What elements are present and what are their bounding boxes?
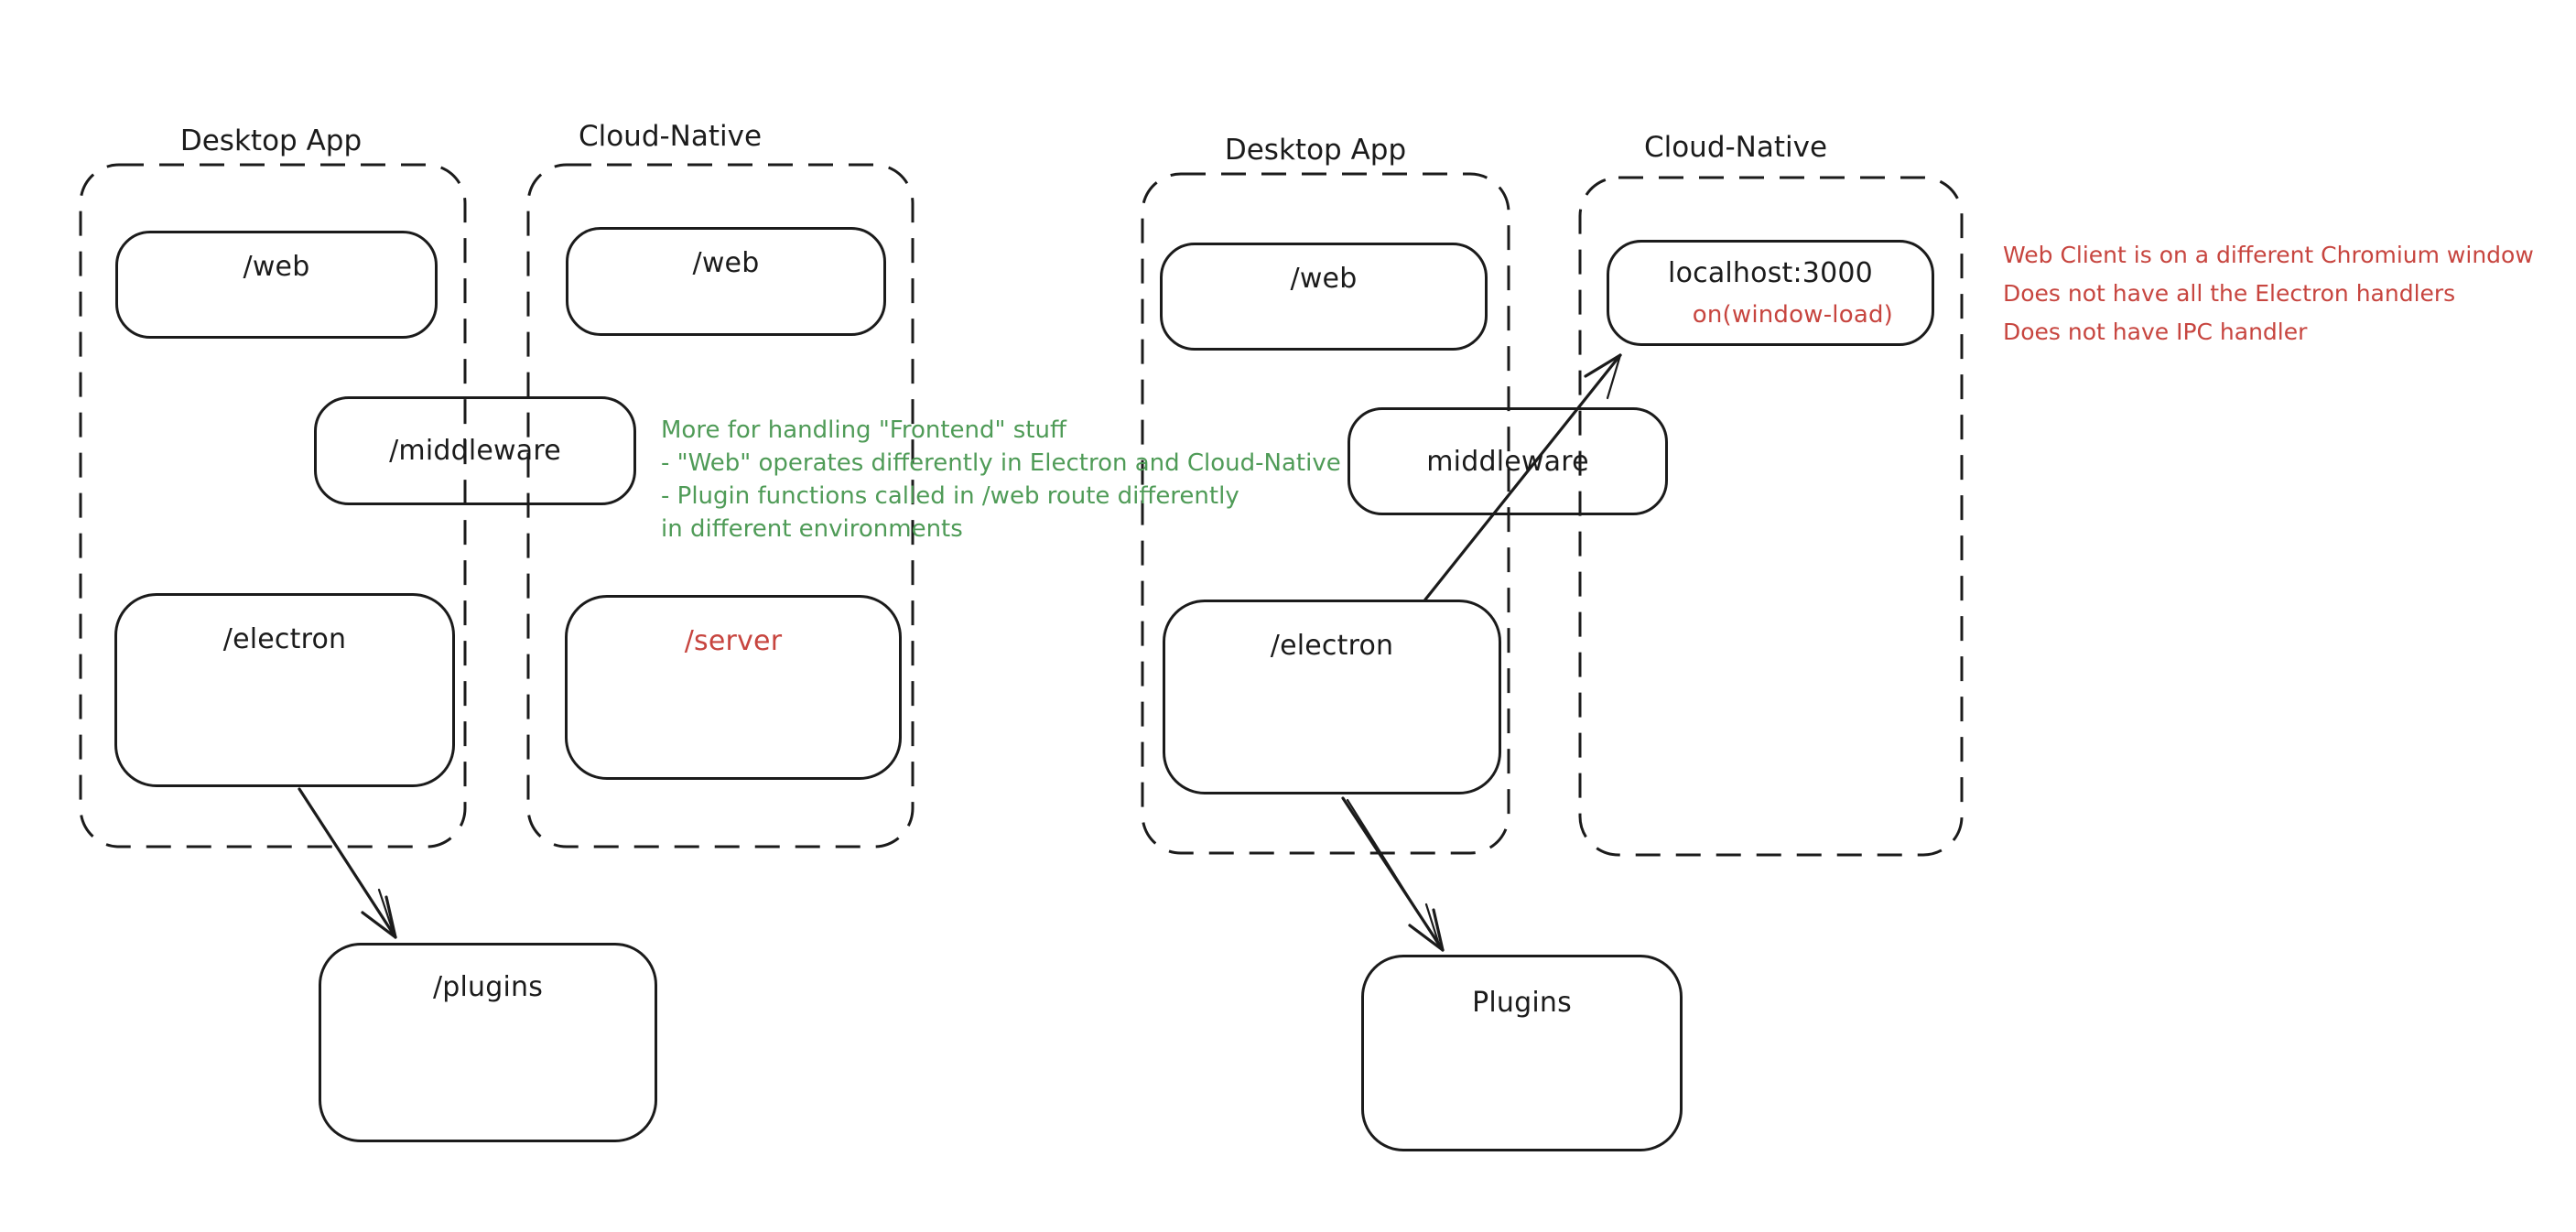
red-annotation-line: Does not have all the Electron handlers (2003, 280, 2456, 307)
green-annotation-line: in different environments (661, 515, 963, 543)
left-cloud-native-container (526, 163, 915, 848)
left-middleware-box: /middleware (314, 396, 636, 505)
left-cloud-native-label: Cloud-Native (578, 120, 763, 153)
left-desktop-app-label: Desktop App (179, 124, 363, 157)
right-localhost-box: localhost:3000 on(window-load) (1607, 240, 1934, 346)
left-electron-box: /electron (114, 593, 455, 787)
arrow-right-electron-to-plugins (1341, 796, 1445, 952)
left-plugins-box: /plugins (319, 943, 657, 1142)
right-middleware-box: middleware (1348, 407, 1668, 515)
right-desktop-app-label: Desktop App (1224, 134, 1407, 167)
green-annotation-line: - Plugin functions called in /web route … (661, 482, 1239, 510)
red-annotation-line: Does not have IPC handler (2003, 319, 2308, 345)
left-server-box: /server (565, 595, 902, 780)
green-annotation-line: More for handling "Frontend" stuff (661, 416, 1066, 444)
left-web-desktop-box: /web (115, 231, 438, 339)
left-desktop-app-container (79, 163, 467, 848)
window-load-label: on(window-load) (1692, 301, 1893, 329)
green-annotation: More for handling "Frontend" stuff - "We… (661, 414, 1341, 546)
right-web-box: /web (1160, 243, 1488, 351)
arrow-right-electron-to-localhost (1423, 353, 1622, 601)
localhost-label: localhost:3000 (1668, 257, 1873, 289)
red-annotation-line: Web Client is on a different Chromium wi… (2003, 242, 2534, 268)
right-plugins-box: Plugins (1361, 955, 1683, 1151)
right-cloud-native-container (1578, 176, 1964, 857)
right-electron-box: /electron (1163, 600, 1501, 794)
left-web-cloud-box: /web (566, 227, 886, 336)
green-annotation-line: - "Web" operates differently in Electron… (661, 449, 1341, 477)
arrow-left-electron-to-plugins (298, 787, 397, 939)
right-cloud-native-label: Cloud-Native (1643, 131, 1828, 164)
red-annotation: Web Client is on a different Chromium wi… (2003, 236, 2534, 351)
